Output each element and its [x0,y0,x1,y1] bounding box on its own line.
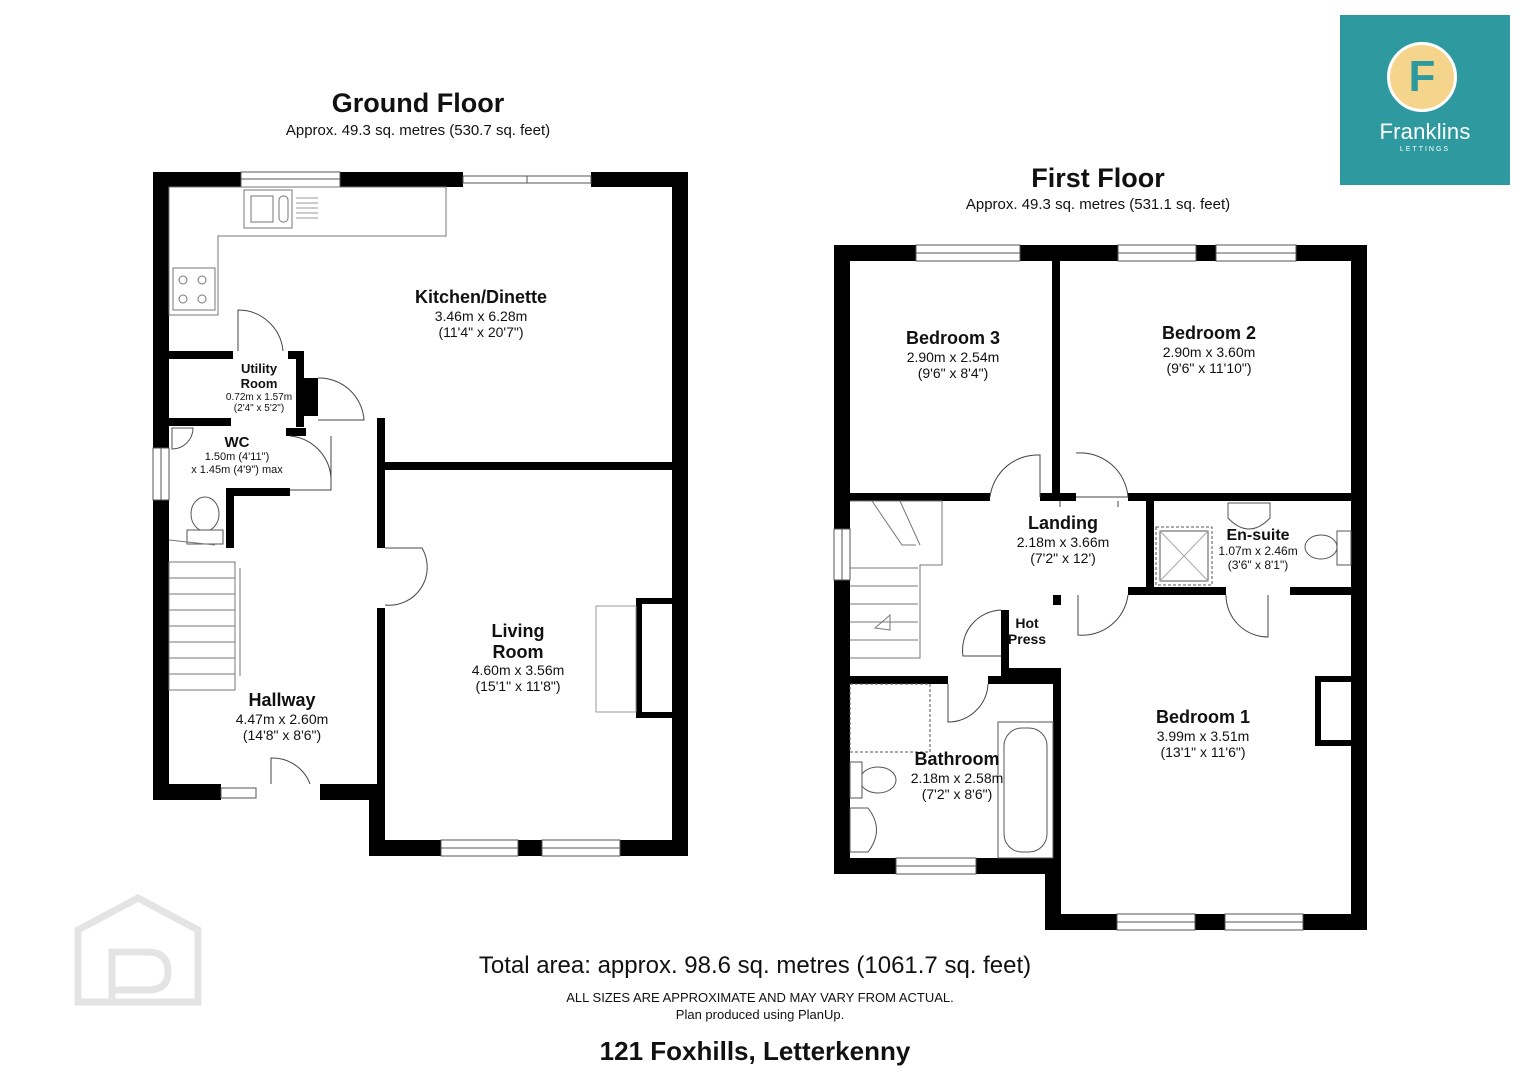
room-name: WC [224,434,250,451]
room-label-bedroom-1: Bedroom 1 3.99m x 3.51m (13'1" x 11'6") [1156,707,1250,760]
logo-name: Franklins [1379,119,1471,144]
room-name: Hallway [248,690,316,710]
room-name: Bathroom [914,749,1000,769]
disclaimer-line-1: ALL SIZES ARE APPROXIMATE AND MAY VARY F… [566,990,954,1005]
property-address: 121 Foxhills, Letterkenny [599,1036,911,1066]
room-dim-imperial: (2'4" x 5'2") [233,403,285,415]
room-label-hot-press: Hot Press [1008,615,1046,647]
total-area: Total area: approx. 98.6 sq. metres (106… [478,952,1032,979]
room-name: Utility [240,361,278,376]
room-dim-metric: 2.18m x 3.66m [1016,533,1110,550]
room-name: Kitchen/Dinette [414,287,548,307]
room-label-ensuite: En-suite 1.07m x 2.46m (3'6" x 8'1") [1218,527,1297,573]
room-name: Landing [1027,513,1098,533]
room-name: Bedroom 1 [1155,707,1251,727]
ground-floor-plan [152,171,688,857]
room-dim-imperial: (9'6" x 8'4") [917,364,989,381]
first-floor-plan [833,244,1367,931]
room-dim-metric: 1.07m x 2.46m [1218,544,1298,559]
room-label-bedroom-2: Bedroom 2 2.90m x 3.60m (9'6" x 11'10") [1162,323,1256,376]
room-name: Bedroom 2 [1161,323,1257,343]
room-dim-imperial: x 1.45m (4'9") max [191,463,283,476]
room-label-bathroom: Bathroom 2.18m x 2.58m (7'2" x 8'6") [911,749,1004,802]
first-floor-area: Approx. 49.3 sq. metres (531.1 sq. feet) [965,196,1231,213]
room-label-landing: Landing 2.18m x 3.66m (7'2" x 12') [1017,513,1110,566]
room-dim-metric: 0.72m x 1.57m [225,391,293,403]
room-dim-metric: 3.46m x 6.28m [434,307,528,324]
room-dim-metric: 1.50m (4'11") [204,451,270,464]
room-dim-imperial: (15'1" x 11'8") [475,678,561,695]
room-dim-metric: 2.90m x 2.54m [906,348,1000,365]
house-p-watermark-icon [74,894,202,1006]
room-dim-metric: 2.18m x 2.58m [910,769,1004,786]
room-label-living: Living Room 4.60m x 3.56m (15'1" x 11'8"… [472,621,565,695]
franklins-logo: F Franklins LETTINGS [1340,15,1510,185]
first-floor-title: First Floor [1031,163,1165,193]
logo-letter-icon: F [1387,42,1457,112]
room-label-wc: WC 1.50m (4'11") x 1.45m (4'9") max [191,434,283,477]
room-dim-imperial: (7'2" x 12') [1030,549,1096,566]
logo-subtitle: LETTINGS [1399,146,1451,153]
room-label-bedroom-3: Bedroom 3 2.90m x 2.54m (9'6" x 8'4") [906,328,1000,381]
room-dim-imperial: (3'6" x 8'1") [1227,558,1289,573]
room-dim-metric: 3.99m x 3.51m [1156,727,1250,744]
room-dim-imperial: (9'6" x 11'10") [1166,359,1252,376]
room-name: Room [240,375,278,391]
room-label-kitchen: Kitchen/Dinette 3.46m x 6.28m (11'4" x 2… [415,287,547,340]
ground-floor-title: Ground Floor [331,88,505,118]
disclaimer-line-2: Plan produced using PlanUp. [675,1007,845,1022]
ground-floor-area: Approx. 49.3 sq. metres (530.7 sq. feet) [285,122,551,139]
room-name: Living [491,621,545,641]
room-dim-imperial: (7'2" x 8'6") [921,785,993,802]
room-label-utility: Utility Room 0.72m x 1.57m (2'4" x 5'2") [225,361,293,415]
room-name: Room [492,641,544,662]
room-dim-metric: 4.47m x 2.60m [235,710,329,727]
room-dim-imperial: (14'8" x 8'6") [242,726,322,743]
room-label-hallway: Hallway 4.47m x 2.60m (14'8" x 8'6") [236,690,329,743]
room-dim-imperial: (13'1" x 11'6") [1160,743,1246,760]
room-dim-metric: 2.90m x 3.60m [1162,343,1256,360]
room-dim-imperial: (11'4" x 20'7") [438,323,524,340]
room-name: Hot [1015,615,1039,631]
room-name: Press [1007,631,1047,648]
room-dim-metric: 4.60m x 3.56m [471,662,565,679]
room-name: En-suite [1226,527,1290,544]
room-name: Bedroom 3 [905,328,1001,348]
